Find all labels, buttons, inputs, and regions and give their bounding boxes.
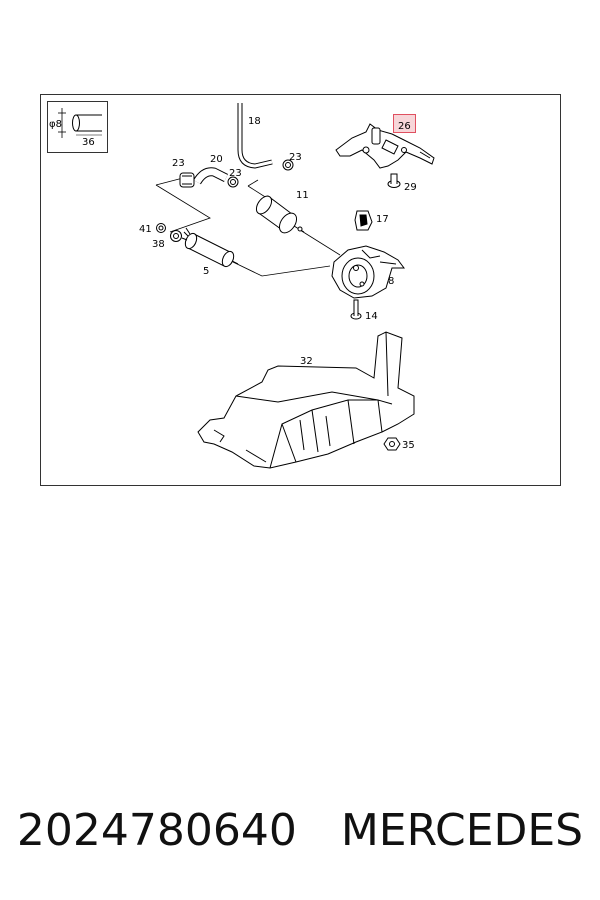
pump-holder-8: [331, 245, 405, 299]
callout-29: 29: [404, 182, 417, 193]
nut-35: [383, 437, 401, 451]
callout-11: 11: [296, 190, 309, 201]
inset-diameter-label: φ8: [49, 119, 62, 130]
guard-32: [197, 331, 415, 469]
bolt-14: [350, 299, 362, 320]
part-caption: 2024780640 MERCEDES: [0, 790, 600, 870]
clamp-23b: [227, 176, 239, 188]
callout-14: 14: [365, 311, 378, 322]
fuel-pump-5: [181, 227, 239, 268]
callout-23c: 23: [289, 152, 302, 163]
leader-lines: [155, 177, 341, 277]
callout-5: 5: [203, 266, 209, 277]
nut-41: [156, 223, 166, 233]
hose-20: [193, 167, 229, 185]
callout-18: 18: [248, 116, 261, 127]
callout-17: 17: [376, 214, 389, 225]
brand-name: MERCEDES: [340, 804, 584, 856]
callout-32: 32: [300, 356, 313, 367]
highlight-box-26: [393, 114, 416, 133]
callout-20: 20: [210, 154, 223, 165]
callout-23b: 23: [229, 168, 242, 179]
fuel-filter-11: [255, 195, 305, 234]
callout-38: 38: [152, 239, 165, 250]
callout-8: 8: [388, 276, 394, 287]
callout-26: 26: [398, 121, 411, 132]
inset-length-label: 36: [82, 137, 95, 148]
callout-35: 35: [402, 440, 415, 451]
hose-spec-inset: φ8 36: [47, 101, 108, 153]
clamp-23c: [282, 159, 294, 171]
bracket-26: [335, 123, 435, 169]
part-number: 2024780640: [16, 804, 297, 856]
ring-38: [170, 230, 182, 242]
clip-17: [354, 210, 373, 231]
hose-18: [237, 103, 273, 169]
callout-41: 41: [139, 224, 152, 235]
callout-labels: 18 23 20 23 23 26 29 11 17 41 38 5 8 14 …: [139, 116, 417, 451]
clamp-23a: [179, 172, 195, 188]
parts-diagram: φ8 36: [40, 94, 561, 486]
bolt-29: [387, 173, 401, 188]
callout-23a: 23: [172, 158, 185, 169]
